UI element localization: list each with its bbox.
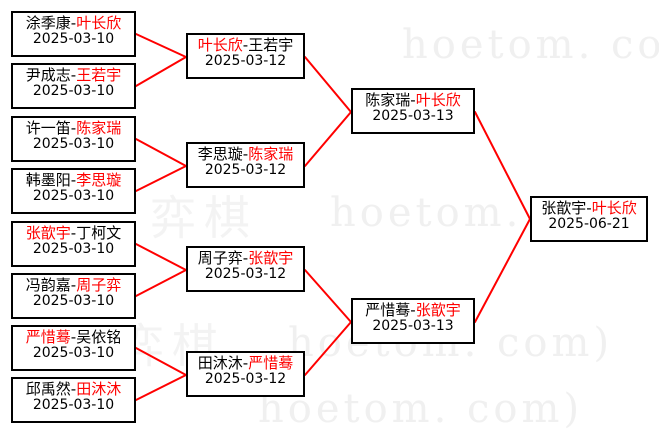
match-box[interactable]: 尹成志-王若宇 2025-03-10	[11, 63, 136, 109]
match-players: 许一笛-陈家瑞	[25, 119, 122, 137]
match-box[interactable]: 叶长欣-王若宇 2025-03-12	[186, 33, 305, 79]
match-box[interactable]: 周子弈-张歆宇 2025-03-12	[186, 246, 305, 292]
match-players: 周子弈-张歆宇	[197, 249, 294, 267]
match-box[interactable]: 冯韵嘉-周子弈 2025-03-10	[11, 273, 136, 319]
match-players: 陈家瑞-叶长欣	[365, 91, 461, 109]
match-date: 2025-03-12	[204, 265, 287, 282]
match-box[interactable]: 严惜蓦-吴依铭 2025-03-10	[11, 325, 136, 371]
match-date: 2025-03-10	[32, 396, 115, 413]
match-players: 严惜蓦-张歆宇	[365, 301, 461, 319]
match-date: 2025-03-10	[32, 240, 115, 257]
match-players: 尹成志-王若宇	[25, 66, 122, 84]
match-date: 2025-03-10	[32, 292, 115, 309]
match-players: 韩墨阳-李思璇	[25, 171, 122, 189]
match-players: 叶长欣-王若宇	[197, 36, 294, 54]
match-players: 涂季康-叶长欣	[25, 14, 122, 32]
match-date: 2025-03-10	[32, 30, 115, 47]
match-date: 2025-03-10	[32, 135, 115, 152]
match-players: 邱禹然-田沐沐	[25, 380, 122, 398]
match-date: 2025-03-13	[372, 317, 454, 334]
watermark-text: hoetom. com)	[402, 22, 659, 68]
match-date: 2025-03-10	[32, 82, 115, 99]
match-players: 张歆宇-叶长欣	[541, 199, 637, 217]
watermark-text: hoetom. com)	[258, 386, 584, 432]
match-date: 2025-03-12	[204, 161, 287, 178]
match-box[interactable]: 涂季康-叶长欣 2025-03-10	[11, 11, 136, 57]
match-players: 田沐沐-严惜蓦	[197, 354, 294, 372]
match-date: 2025-03-10	[32, 187, 115, 204]
match-players: 李思璇-陈家瑞	[197, 145, 294, 163]
match-box[interactable]: 韩墨阳-李思璇 2025-03-10	[11, 168, 136, 214]
match-box[interactable]: 陈家瑞-叶长欣 2025-03-13	[351, 88, 475, 134]
match-date: 2025-03-12	[204, 370, 287, 387]
match-box[interactable]: 田沐沐-严惜蓦 2025-03-12	[186, 351, 305, 397]
match-box[interactable]: 李思璇-陈家瑞 2025-03-12	[186, 142, 305, 188]
match-players: 冯韵嘉-周子弈	[25, 276, 122, 294]
match-box[interactable]: 许一笛-陈家瑞 2025-03-10	[11, 116, 136, 162]
match-box[interactable]: 邱禹然-田沐沐 2025-03-10	[11, 377, 136, 423]
match-box[interactable]: 严惜蓦-张歆宇 2025-03-13	[351, 298, 475, 344]
match-date: 2025-06-21	[548, 215, 630, 232]
match-box[interactable]: 张歆宇-丁柯文 2025-03-10	[11, 221, 136, 267]
match-players: 严惜蓦-吴依铭	[25, 328, 122, 346]
match-date: 2025-03-12	[204, 52, 287, 69]
watermark-logo: 弈棋	[150, 191, 258, 245]
match-box-final[interactable]: 张歆宇-叶长欣 2025-06-21	[530, 196, 648, 242]
match-date: 2025-03-13	[372, 107, 454, 124]
match-players: 张歆宇-丁柯文	[25, 224, 122, 242]
match-date: 2025-03-10	[32, 344, 115, 361]
